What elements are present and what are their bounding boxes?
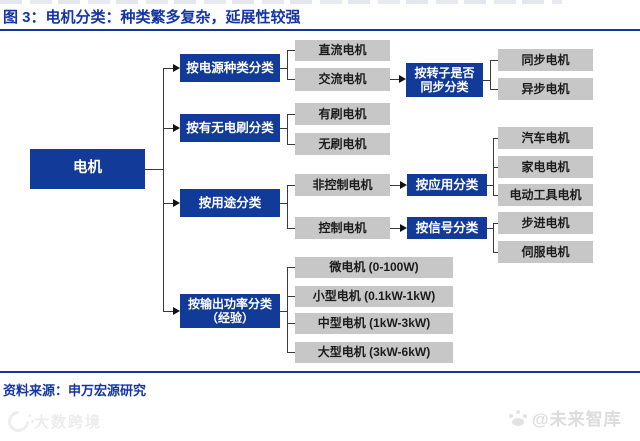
paw-icon <box>508 409 528 427</box>
connector-line <box>280 311 287 312</box>
watermark-left: 大数跨境 <box>3 406 103 437</box>
node-servo-motor: 伺服电机 <box>498 241 593 263</box>
connector-line <box>163 203 174 204</box>
connector-line <box>490 60 491 90</box>
node-category-output-power-line2: （经验） <box>205 311 254 325</box>
node-sync-motor: 同步电机 <box>498 49 593 71</box>
connector-line <box>490 89 498 90</box>
node-category-usage: 按用途分类 <box>180 189 280 217</box>
connector-line <box>287 296 295 297</box>
connector-line <box>287 79 295 80</box>
connector-line <box>493 167 498 168</box>
watermark-left-text: 大数跨境 <box>34 414 103 431</box>
connector-line <box>287 185 288 229</box>
connector-line <box>287 352 295 353</box>
node-category-brush: 按有无电刷分类 <box>180 114 280 142</box>
node-async-motor: 异步电机 <box>498 78 593 100</box>
connector-line <box>493 195 498 196</box>
node-power-tool-motor: 电动工具电机 <box>498 184 593 206</box>
node-home-appliance-motor: 家电电机 <box>498 156 593 178</box>
connector-line <box>287 144 295 145</box>
arrowhead-icon <box>399 75 406 83</box>
node-medium-motor: 中型电机 (1kW-3kW) <box>295 313 453 334</box>
node-category-rotor-sync: 按转子是否 同步分类 <box>406 63 483 97</box>
connector-line <box>483 80 490 81</box>
connector-line <box>287 50 295 51</box>
connector-line <box>390 228 401 229</box>
node-control-motor: 控制电机 <box>295 217 390 239</box>
connector-line <box>390 79 400 80</box>
node-noncontrol-motor: 非控制电机 <box>295 174 390 196</box>
connector-line <box>163 128 174 129</box>
connector-line <box>487 185 493 186</box>
connector-line <box>490 60 498 61</box>
node-category-rotor-sync-line2: 同步分类 <box>420 80 469 94</box>
source-text: 资料来源：申万宏源研究 <box>3 383 147 398</box>
node-small-motor: 小型电机 (0.1kW-1kW) <box>295 286 453 307</box>
connector-line <box>493 223 494 253</box>
arrowhead-icon <box>173 124 180 132</box>
node-ac-motor: 交流电机 <box>295 68 390 91</box>
node-category-rotor-sync-line1: 按转子是否 <box>414 65 475 80</box>
node-category-power-source: 按电源种类分类 <box>180 54 280 82</box>
node-category-output-power-line1: 按输出功率分类 <box>187 296 272 311</box>
connector-line <box>493 252 498 253</box>
clipped-text-artifact-top <box>0 0 562 4</box>
node-category-application: 按应用分类 <box>407 174 487 196</box>
node-stepper-motor: 步进电机 <box>498 212 593 234</box>
title-underline <box>0 29 640 31</box>
connector-line <box>163 311 174 312</box>
node-automotive-motor: 汽车电机 <box>498 127 593 149</box>
node-micro-motor: 微电机 (0-100W) <box>295 257 453 278</box>
connector-line <box>287 267 288 353</box>
connector-line <box>280 68 287 69</box>
connector-line <box>280 203 287 204</box>
connector-line <box>280 128 287 129</box>
node-dc-motor: 直流电机 <box>295 40 390 61</box>
connector-line <box>287 185 295 186</box>
node-brushless-motor: 无刷电机 <box>295 133 390 155</box>
watermark-right-text: @未来智库 <box>532 410 622 429</box>
figure-title: 图 3：电机分类：种类繁多复杂，延展性较强 <box>3 9 301 26</box>
arrowhead-icon <box>400 181 407 189</box>
watermark-right: @未来智库 <box>508 405 622 430</box>
connector-line <box>493 138 498 139</box>
connector-line <box>287 323 295 324</box>
connector-line <box>163 68 174 69</box>
node-root-motor: 电机 <box>30 149 145 189</box>
arrowhead-icon <box>173 64 180 72</box>
connector-line <box>287 267 295 268</box>
arrowhead-icon <box>173 307 180 315</box>
connector-line <box>287 228 295 229</box>
arrowhead-icon <box>173 199 180 207</box>
connector-line <box>390 185 401 186</box>
node-brushed-motor: 有刷电机 <box>295 103 390 125</box>
connector-line <box>287 114 295 115</box>
connector-trunk <box>163 68 164 311</box>
connector-line <box>145 169 163 170</box>
figure-bottom-rule <box>0 371 640 373</box>
connector-line <box>287 114 288 145</box>
connector-line <box>287 50 288 80</box>
connector-line <box>493 223 498 224</box>
node-category-output-power: 按输出功率分类 （经验） <box>180 294 280 328</box>
node-category-signal: 按信号分类 <box>407 217 487 239</box>
smiley-logo-icon <box>3 406 34 437</box>
arrowhead-icon <box>400 224 407 232</box>
node-large-motor: 大型电机 (3kW-6kW) <box>295 342 453 363</box>
connector-line <box>487 228 493 229</box>
